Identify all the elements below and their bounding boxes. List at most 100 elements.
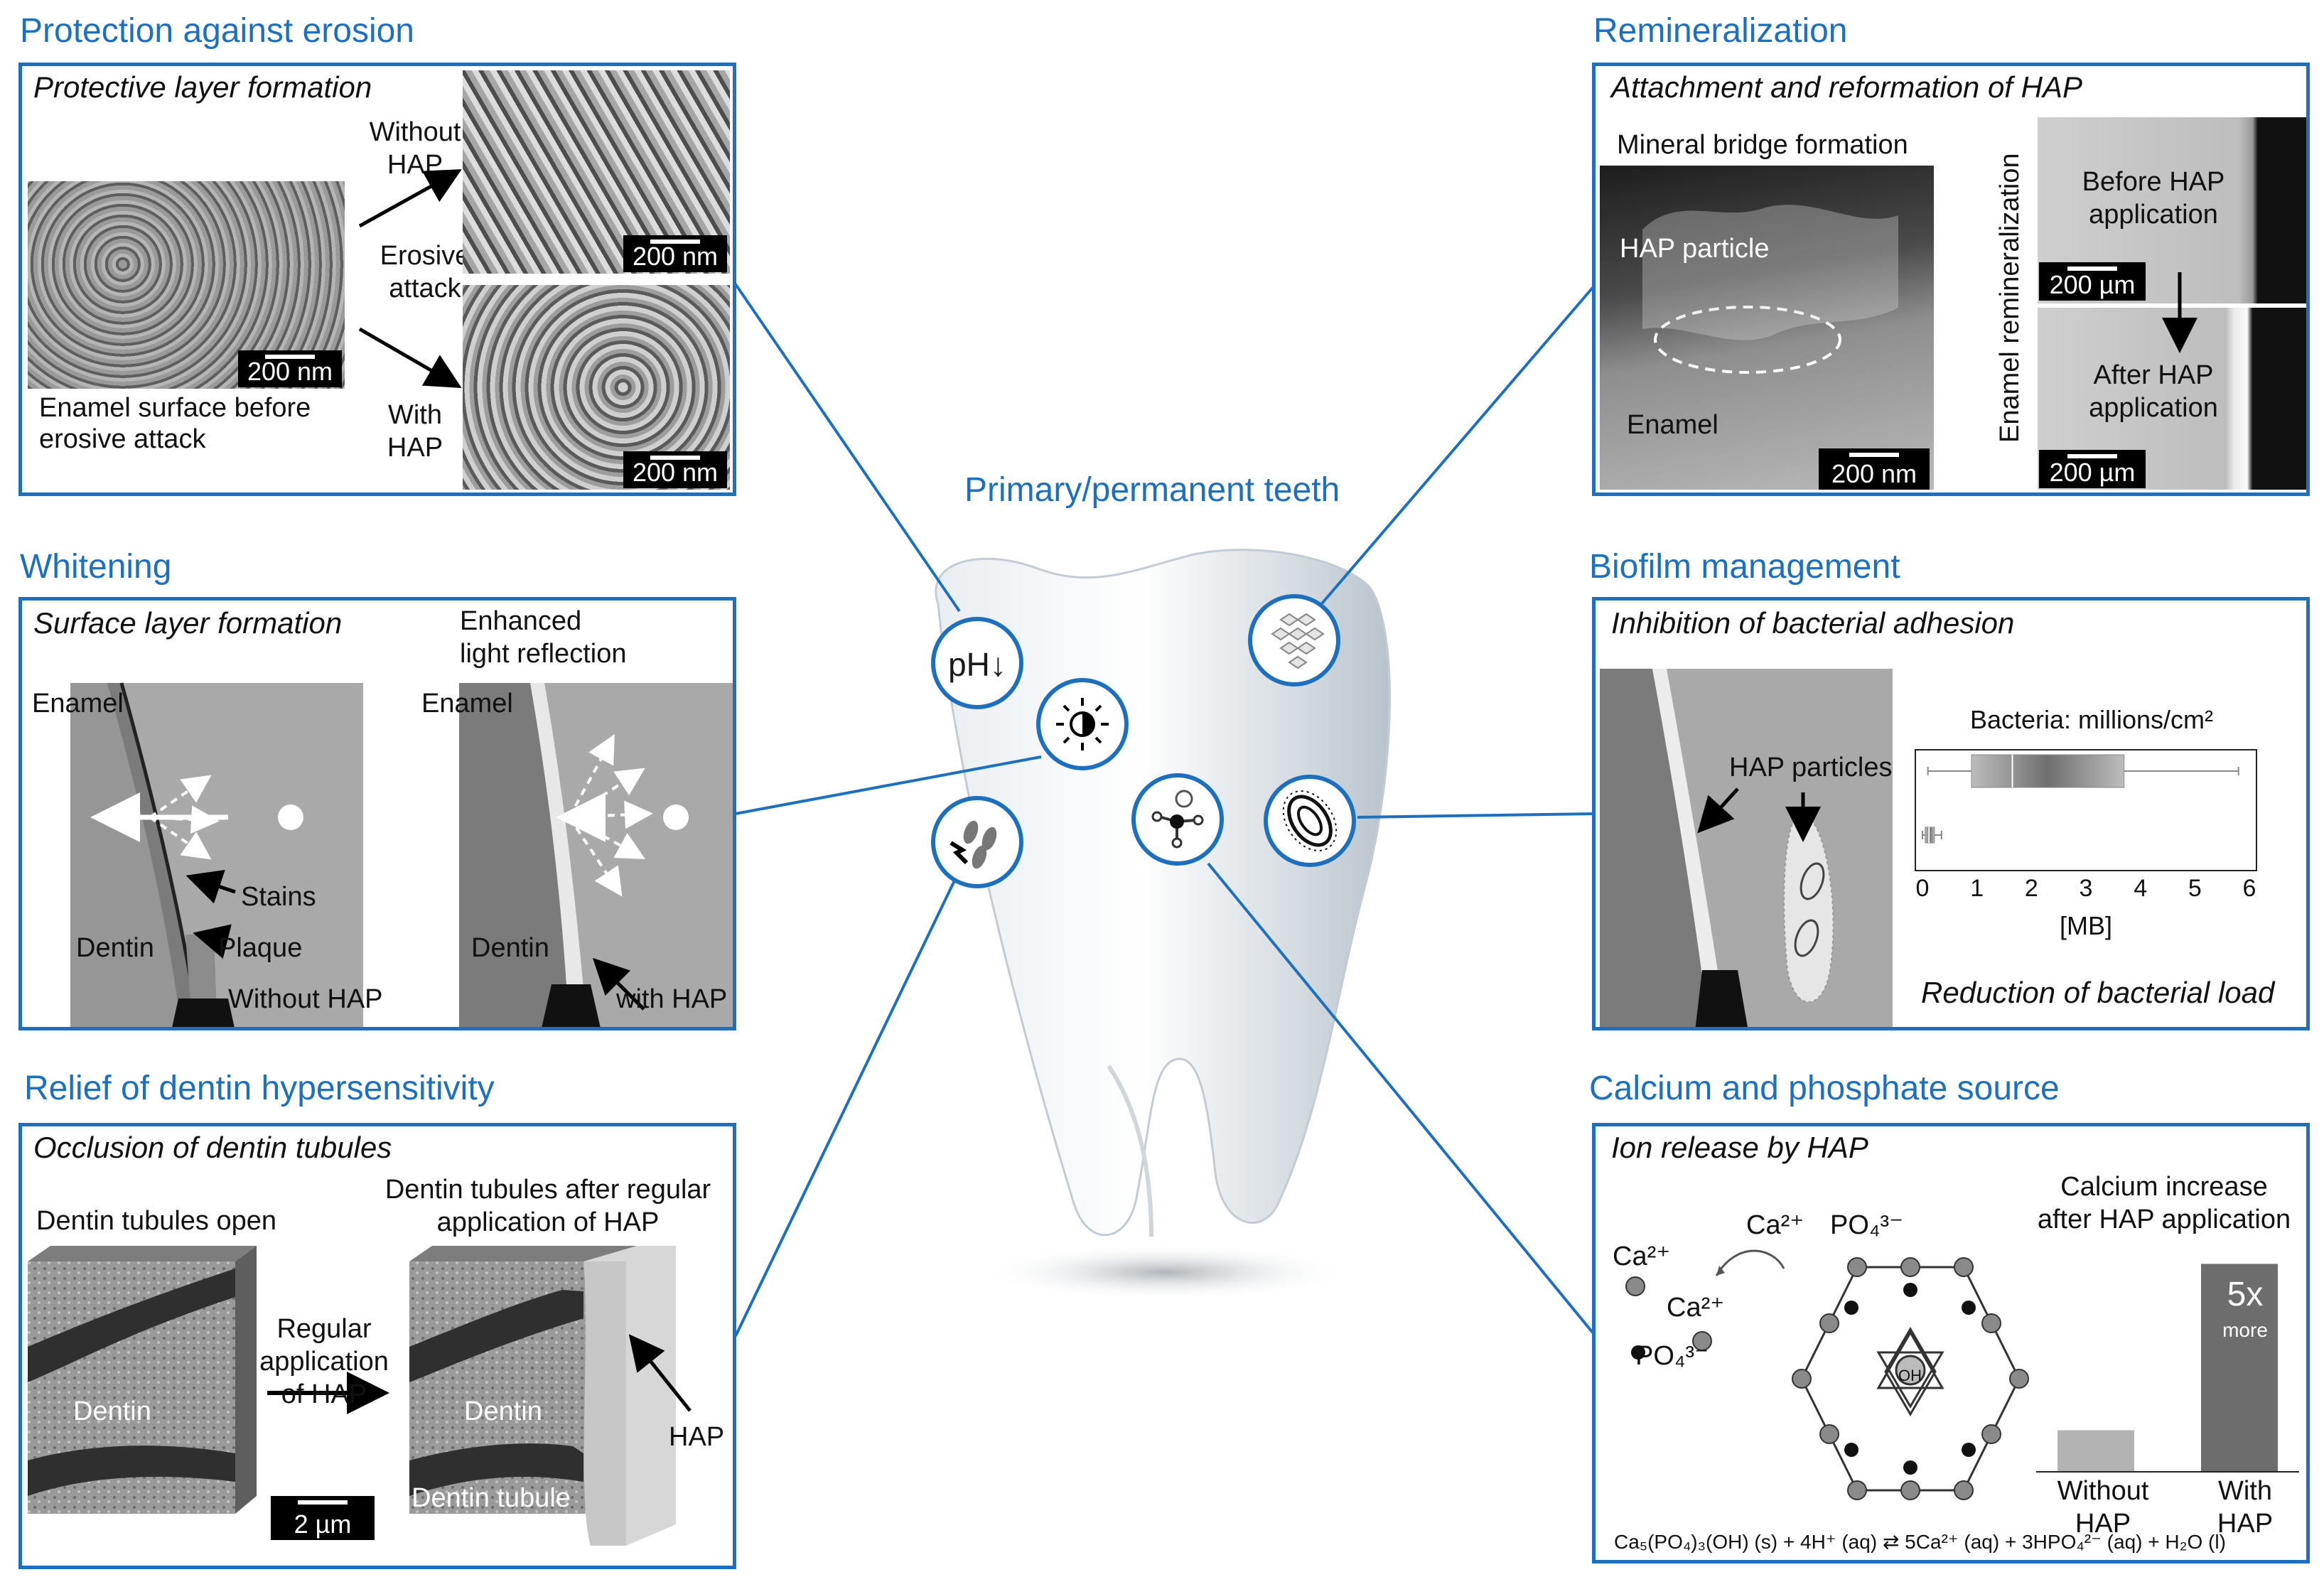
- dentin-subtitle: Occlusion of dentin tubules: [33, 1131, 392, 1164]
- hap-crystal-diagram: [1625, 1249, 2029, 1500]
- po4-label-b: PO₄³⁻: [1635, 1341, 1709, 1371]
- tubule-pain-icon: [931, 796, 1023, 888]
- ph-icon: pH↓: [931, 617, 1023, 709]
- ca-label-c: Ca²⁺: [1746, 1210, 1804, 1240]
- category-with-2: HAP: [2217, 1509, 2274, 1539]
- category-with-1: With: [2218, 1476, 2272, 1506]
- erosion-panel: Protective layer formation 200 nm Enamel…: [18, 63, 736, 496]
- after-label-2: application: [2089, 393, 2218, 423]
- tubules-after-label-2: application of HAP: [436, 1207, 660, 1237]
- enhanced-label-2: light reflection: [460, 639, 627, 669]
- crystal-icon: [1248, 594, 1340, 687]
- dentin-blocks: [28, 1246, 692, 1546]
- calcium-chart-title-1: Calcium increase: [2060, 1172, 2268, 1202]
- tem-mineral-bridge: HAP particle Enamel 200 nm: [1600, 166, 1934, 490]
- oh-label: OH: [1898, 1367, 1922, 1384]
- bar-label-big: 5x: [2227, 1276, 2264, 1313]
- chart-xlabel: [MB]: [2060, 911, 2112, 940]
- calcium-heading: Calcium and phosphate source: [1589, 1070, 2060, 1107]
- equation: Ca₅(PO₄)₃(OH) (s) + 4H⁺ (aq) ⇄ 5Ca²⁺ (aq…: [1614, 1531, 2226, 1553]
- ca-label-a: Ca²⁺: [1613, 1242, 1671, 1271]
- scale-bar: 200 µm: [2039, 450, 2146, 488]
- whitening-illustration: [70, 682, 733, 1027]
- dentin-label-left: Dentin: [76, 933, 154, 963]
- tubules-after-label-1: Dentin tubules after regular: [384, 1175, 711, 1205]
- regular-label-2: application: [259, 1347, 389, 1377]
- brightness-icon: [1036, 678, 1129, 770]
- box-body: [1971, 754, 2125, 788]
- sem-enamel-before: 200 nm: [28, 181, 345, 389]
- enamel-label-right: Enamel: [421, 689, 513, 718]
- calcium-subtitle: Ion release by HAP: [1611, 1131, 1868, 1164]
- sem-with-hap: 200 nm: [463, 285, 730, 490]
- calcium-bar: [2201, 1264, 2278, 1472]
- remin-panel: Attachment and reformation of HAP Minera…: [1592, 63, 2310, 496]
- x-tick-label: 4: [2134, 875, 2147, 902]
- after-label-1: After HAP: [2093, 360, 2214, 390]
- po4-label-a: PO₄³⁻: [1830, 1210, 1904, 1240]
- x-tick-label: 0: [1916, 875, 1930, 902]
- dentin-panel: Occlusion of dentin tubules Dentin tubul…: [18, 1123, 736, 1569]
- before-label-2: application: [2089, 200, 2218, 230]
- bacterium-icon: [1264, 775, 1356, 867]
- remin-heading: Remineralization: [1593, 12, 1848, 50]
- before-caption-2: erosive attack: [39, 424, 206, 454]
- without-hap-label-1: Without: [369, 117, 461, 147]
- biofilm-illustration: [1600, 669, 1893, 1027]
- bacteria-box-chart: 0 1 2 3 4 5 6 Bacteria: millions/cm² [MB]: [1915, 705, 2257, 940]
- without-hap-label: Without HAP: [228, 984, 383, 1014]
- bar-label-small: more: [2222, 1319, 2268, 1341]
- calcium-bar: [2057, 1430, 2134, 1472]
- chart-title: Bacteria: millions/cm²: [1970, 705, 2213, 734]
- center-title: Primary/permanent teeth: [964, 471, 1340, 509]
- biofilm-panel: Inhibition of bacterial adhesion HAP par…: [1592, 597, 2310, 1030]
- remin-arrow: [2162, 272, 2197, 353]
- x-tick-label: 3: [2080, 875, 2093, 902]
- remin-subtitle: Attachment and reformation of HAP: [1611, 70, 2082, 104]
- chart-frame: [1915, 749, 2257, 871]
- enhanced-label-1: Enhanced: [460, 606, 582, 636]
- box-body: [1925, 827, 1935, 844]
- dentin-label-right: Dentin: [471, 933, 549, 963]
- whitening-subtitle: Surface layer formation: [33, 606, 343, 640]
- regular-label-3: of HAP: [281, 1379, 367, 1409]
- with-hap-label: with HAP: [616, 984, 728, 1014]
- erosion-arrows: [358, 169, 462, 389]
- with-hap-label-1: With: [388, 400, 442, 430]
- biofilm-heading: Biofilm management: [1589, 548, 1900, 586]
- dentin-label-left: Dentin: [73, 1396, 151, 1426]
- x-tick-label: 1: [1970, 875, 1984, 902]
- ca-label-b: Ca²⁺: [1667, 1293, 1725, 1323]
- scale-bar: 200 nm: [1819, 448, 1930, 490]
- whitening-heading: Whitening: [20, 548, 172, 586]
- scale-bar: 2 µm: [271, 1496, 375, 1540]
- enamel-label-left: Enamel: [32, 689, 124, 718]
- stains-label: Stains: [241, 882, 316, 912]
- hap-particle-label: HAP particle: [1620, 234, 1770, 264]
- before-label-1: Before HAP: [2082, 167, 2225, 197]
- calcium-panel: Ion release by HAP Ca²⁺ Ca²⁺ Ca²⁺ PO₄³⁻ …: [1592, 1123, 2310, 1563]
- hap-label: HAP: [669, 1422, 725, 1452]
- scale-bar: 200 µm: [2039, 262, 2146, 301]
- plaque-label: Plaque: [218, 933, 303, 963]
- before-caption-1: Enamel surface before: [39, 393, 311, 423]
- tubule-label: Dentin tubule: [411, 1483, 571, 1513]
- sem-without-hap: 200 nm: [463, 70, 730, 274]
- calcium-chart-title-2: after HAP application: [2037, 1205, 2291, 1234]
- erosion-subtitle: Protective layer formation: [33, 70, 372, 104]
- erosive-attack-label-1: Erosive: [380, 241, 470, 271]
- x-tick-label: 5: [2188, 875, 2202, 902]
- biofilm-subtitle: Inhibition of bacterial adhesion: [1611, 606, 2015, 640]
- tubules-open-label: Dentin tubules open: [36, 1206, 277, 1236]
- scale-bar: 200 nm: [623, 235, 727, 272]
- regular-label-1: Regular: [276, 1314, 372, 1344]
- dentin-heading: Relief of dentin hypersensitivity: [24, 1070, 495, 1107]
- x-tick-label: 6: [2243, 875, 2256, 902]
- reduction-label: Reduction of bacterial load: [1921, 976, 2275, 1009]
- erosive-attack-label-2: attack: [389, 274, 461, 303]
- bridge-label: Mineral bridge formation: [1617, 130, 1908, 160]
- x-tick-label: 2: [2025, 875, 2038, 902]
- erosion-heading: Protection against erosion: [20, 12, 414, 50]
- scale-bar: 200 nm: [623, 451, 727, 488]
- whitening-panel: Surface layer formation Enhanced light r…: [18, 597, 736, 1030]
